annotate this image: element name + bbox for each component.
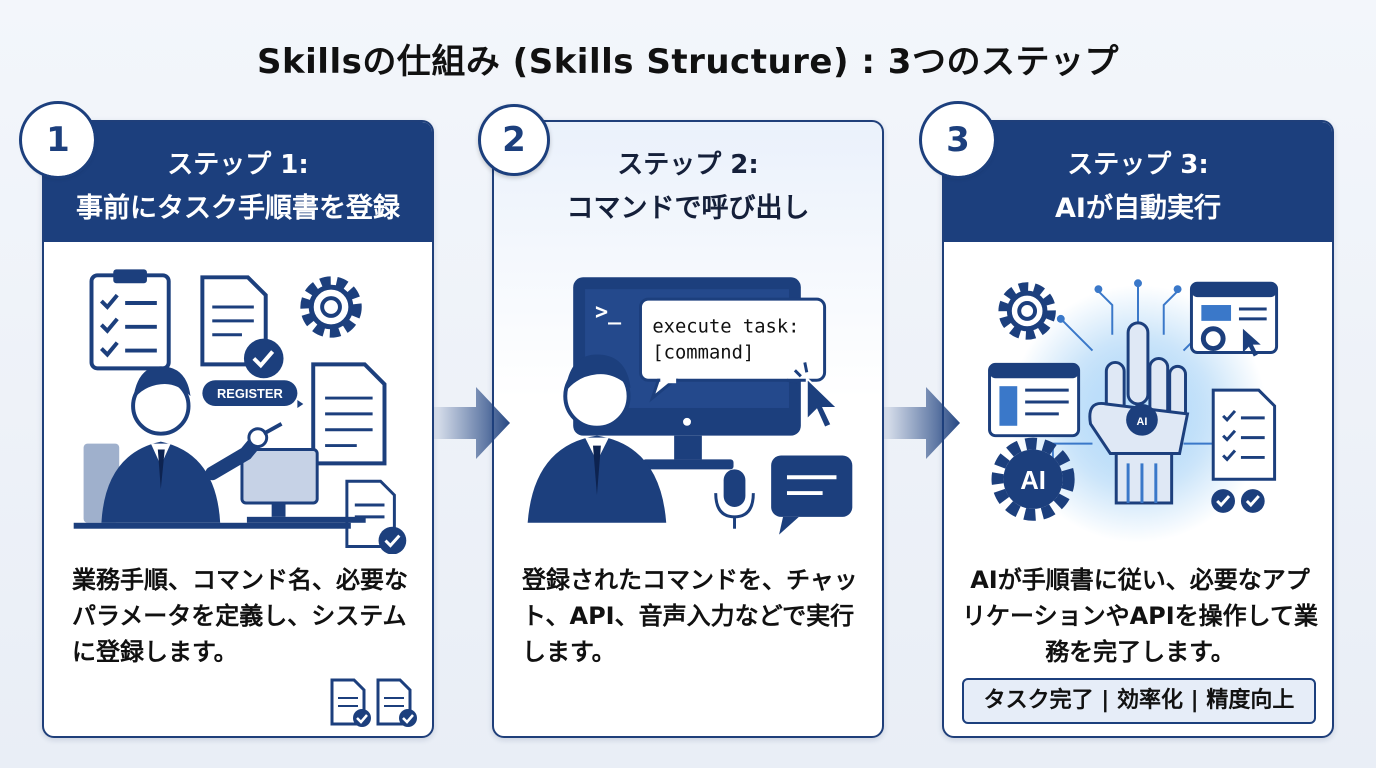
step-3-badge: 3 [919, 101, 997, 179]
document-check-icon [200, 275, 284, 379]
step-1-description: 業務手順、コマンド名、必要なパラメータを定義し、システムに登録します。 [72, 566, 408, 666]
document-check-small-icon [345, 479, 407, 554]
step-3-header: ステップ 3: AIが自動実行 [944, 122, 1332, 242]
arrow-right-icon-2 [882, 387, 960, 459]
gear-icon [300, 276, 362, 338]
step-3-illustration: AI AI [988, 279, 1279, 543]
checklist-icon [1211, 388, 1277, 481]
chat-icon [771, 455, 853, 535]
step-2-card: ステップ 2: コマンドで呼び出し >_ execute task: [comm… [492, 120, 884, 738]
step-3-card: ステップ 3: AIが自動実行 [942, 120, 1334, 738]
step-1-badge: 1 [19, 101, 97, 179]
step-3-subtitle: AIが自動実行 [1055, 193, 1221, 224]
step-2-subtitle: コマンドで呼び出し [566, 193, 810, 224]
step-2-illustration: >_ execute task: [command] [527, 277, 853, 535]
document-icon [311, 362, 387, 466]
step-1-illustration: REGISTER [73, 269, 407, 554]
document-pair-icon [330, 678, 417, 727]
businessman-icon [73, 366, 351, 529]
clipboard-icon [89, 269, 171, 371]
step-2-description: 登録されたコマンドを、チャット、API、音声入力などで実行します。 [522, 566, 858, 666]
ai-gear-text: AI [1020, 467, 1046, 495]
gear-icon [998, 282, 1056, 340]
arrow-right-icon [432, 387, 510, 459]
command-bubble [639, 297, 827, 403]
step-1-header: ステップ 1: 事前にタスク手順書を登録 [44, 122, 432, 242]
check-circles-icon [1211, 489, 1265, 513]
monitor-icon [240, 448, 366, 523]
step-3-description: AIが手順書に従い、必要なアプリケーションやAPIを操作して業務を完了します。 [962, 566, 1318, 666]
register-text: REGISTER [217, 386, 283, 401]
register-label: REGISTER [202, 380, 298, 406]
user-icon [527, 354, 667, 523]
app-window-left-icon [988, 362, 1081, 438]
page-title: Skillsの仕組み (Skills Structure) : 3つのステップ [257, 42, 1119, 82]
step-1-label: ステップ 1: [167, 150, 309, 180]
result-bar: タスク完了 | 効率化 | 精度向上 [962, 678, 1316, 724]
step-2-label: ステップ 2: [617, 150, 759, 180]
step-1-card: ステップ 1: 事前にタスク手順書を登録 [42, 120, 434, 738]
app-window-icon [1189, 281, 1279, 357]
ai-gear-icon [991, 437, 1075, 521]
terminal-prompt-icon: >_ [595, 300, 622, 325]
bubble-line-2: [command] [652, 342, 754, 363]
robot-hand-icon [1088, 321, 1190, 505]
ai-chip-text: AI [1137, 416, 1148, 428]
step-1-subtitle: 事前にタスク手順書を登録 [76, 193, 400, 224]
cursor-icon [786, 362, 840, 430]
bubble-line-1: execute task: [652, 317, 799, 338]
step-3-label: ステップ 3: [1067, 150, 1209, 180]
step-2-badge: 2 [478, 104, 550, 176]
step-2-header: ステップ 2: コマンドで呼び出し [494, 122, 882, 242]
microphone-icon [714, 469, 755, 529]
